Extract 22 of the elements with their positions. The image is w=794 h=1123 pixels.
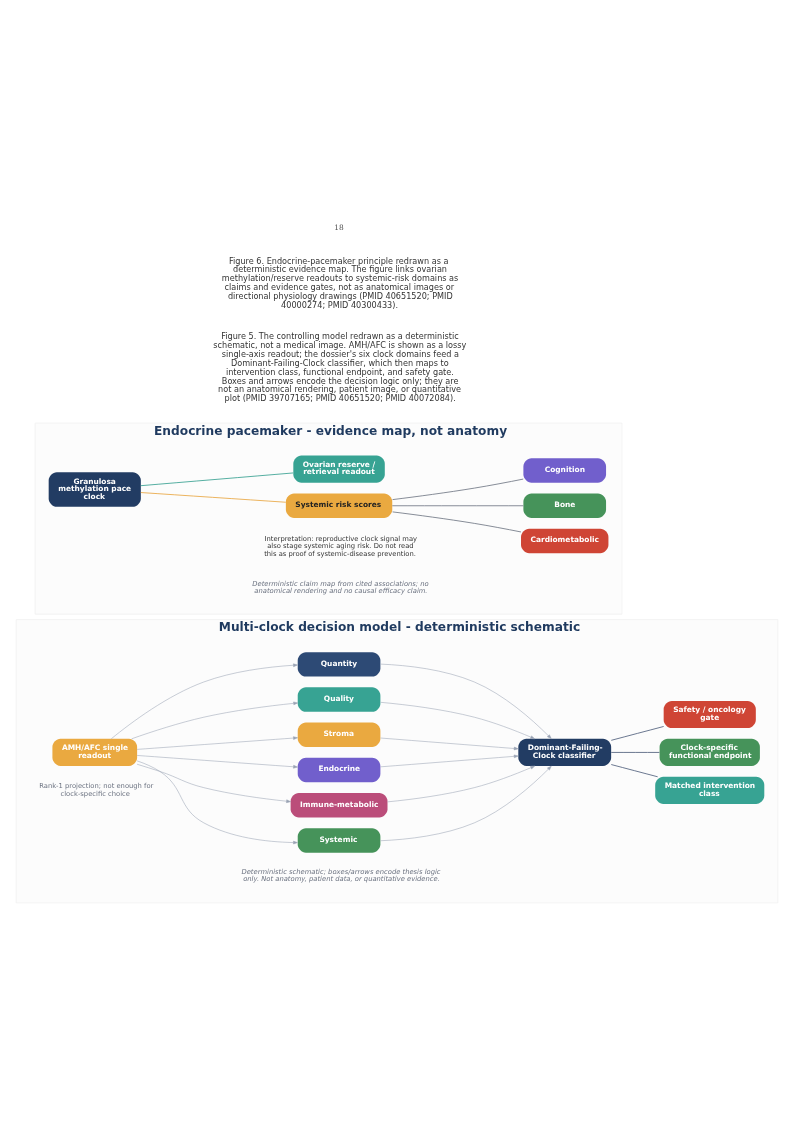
connector bbox=[610, 763, 659, 777]
connector bbox=[140, 491, 287, 503]
connector bbox=[610, 725, 665, 741]
arrow bbox=[387, 765, 535, 802]
connector bbox=[391, 504, 524, 506]
arrow bbox=[111, 663, 298, 739]
arrow bbox=[380, 701, 535, 739]
arrow bbox=[131, 701, 298, 739]
connector bbox=[610, 751, 660, 753]
arrow bbox=[380, 737, 519, 750]
label: Figure 6. Endocrine-pacemaker principle redrawn as a deterministic evidence map. The figure links ovarian methylation/reserve readouts to systemic-risk domains as claims and evidence gates, not as anatomical images or directional physiology drawings (PMID 40651520; PMID 40000274; PMID 40300433). bbox=[221, 255, 459, 310]
connector bbox=[140, 472, 294, 486]
arrow bbox=[380, 754, 519, 767]
arrow bbox=[136, 754, 298, 768]
arrow bbox=[380, 765, 552, 841]
connector bbox=[392, 511, 522, 532]
arrow bbox=[136, 760, 298, 844]
arrow bbox=[380, 663, 552, 739]
arrow bbox=[136, 735, 298, 750]
label: Figure 5. The controlling model redrawn as a deterministic schematic, not a medical image. AMH/AFC is shown as a lossy single-axis readout; the dossier's six clock domains feed a Dominant-Failing-Clock classifier, which then maps to intervention class, functional endpoint, and safety gate. Boxes and arrows encode the decision logic only; they are not an anatomical rendering, patient image, or quantitative plot (PMID 39707165; PMID 40651520; PMID 40072084). bbox=[213, 330, 467, 403]
arrow bbox=[136, 763, 291, 803]
connector bbox=[392, 478, 524, 500]
